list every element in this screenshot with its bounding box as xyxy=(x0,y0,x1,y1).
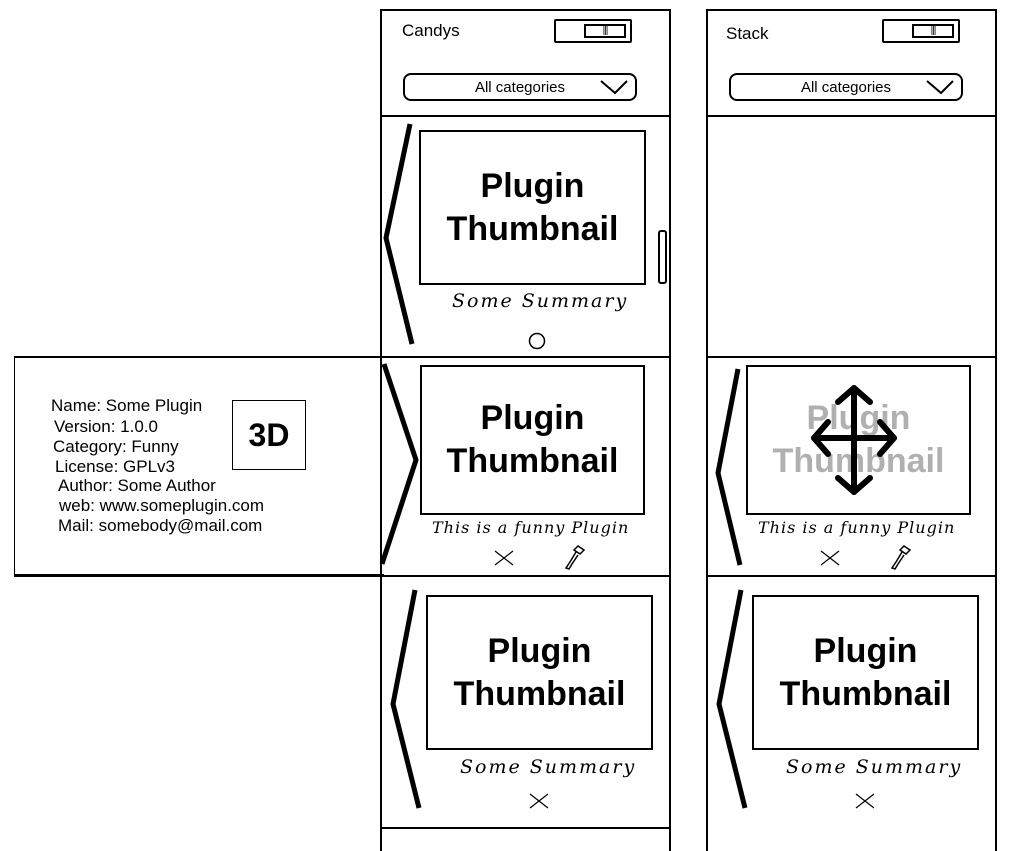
candys-toggle[interactable]: ||| xyxy=(554,19,632,43)
detail-web[interactable]: web: www.someplugin.com xyxy=(59,496,265,515)
category-select-value: All categories xyxy=(800,78,892,96)
plugin-thumbnail[interactable]: Plugin Thumbnail xyxy=(752,595,979,750)
drawer-arrow-icon[interactable] xyxy=(385,586,425,811)
divider xyxy=(708,575,995,577)
drawer-arrow-icon[interactable] xyxy=(378,360,423,570)
plugin-summary: Some Summary xyxy=(460,756,637,778)
scroll-handle-icon[interactable] xyxy=(657,229,669,285)
divider xyxy=(14,575,671,577)
chevron-down-icon xyxy=(926,80,954,95)
drawer-arrow-icon[interactable] xyxy=(380,120,420,350)
candys-category-select[interactable]: All categories xyxy=(403,73,637,101)
plugin-thumbnail[interactable]: Plugin Thumbnail xyxy=(426,595,653,750)
stack-panel xyxy=(706,9,997,851)
plugin-summary: Some Summary xyxy=(786,756,963,778)
stack-title: Stack xyxy=(726,24,769,43)
close-icon[interactable] xyxy=(854,792,876,810)
category-select-value: All categories xyxy=(474,78,566,96)
chevron-down-icon xyxy=(600,80,628,95)
brush-icon[interactable] xyxy=(888,544,914,572)
3d-badge: 3D xyxy=(232,400,306,470)
divider xyxy=(708,115,995,117)
radio-circle-icon[interactable] xyxy=(527,331,547,351)
candys-title: Candys xyxy=(402,21,460,40)
divider xyxy=(384,356,671,358)
stack-category-select[interactable]: All categories xyxy=(729,73,963,101)
move-arrows-icon[interactable] xyxy=(808,382,900,498)
plugin-summary: This is a funny Plugin xyxy=(432,518,630,537)
toggle-knob: ||| xyxy=(912,24,954,38)
stack-toggle[interactable]: ||| xyxy=(882,19,960,43)
brush-icon[interactable] xyxy=(562,544,588,572)
divider xyxy=(382,827,669,829)
drawer-arrow-icon[interactable] xyxy=(711,586,751,811)
divider xyxy=(708,356,995,358)
drawer-arrow-icon[interactable] xyxy=(712,365,752,570)
plugin-thumbnail[interactable]: Plugin Thumbnail xyxy=(419,130,646,285)
plugin-thumbnail[interactable]: Plugin Thumbnail xyxy=(420,365,645,515)
plugin-summary: This is a funny Plugin xyxy=(758,518,956,537)
detail-mail[interactable]: Mail: somebody@mail.com xyxy=(58,516,263,535)
close-icon[interactable] xyxy=(493,549,515,567)
detail-name: Name: Some Plugin xyxy=(51,396,203,415)
detail-author: Author: Some Author xyxy=(58,476,216,495)
detail-license: License: GPLv3 xyxy=(55,457,176,476)
detail-category: Category: Funny xyxy=(53,437,179,456)
close-icon[interactable] xyxy=(819,549,841,567)
plugin-summary: Some Summary xyxy=(452,290,629,312)
close-icon[interactable] xyxy=(528,792,550,810)
divider xyxy=(382,115,669,117)
candys-panel xyxy=(380,9,671,851)
toggle-knob: ||| xyxy=(584,24,626,38)
detail-version: Version: 1.0.0 xyxy=(54,417,158,436)
